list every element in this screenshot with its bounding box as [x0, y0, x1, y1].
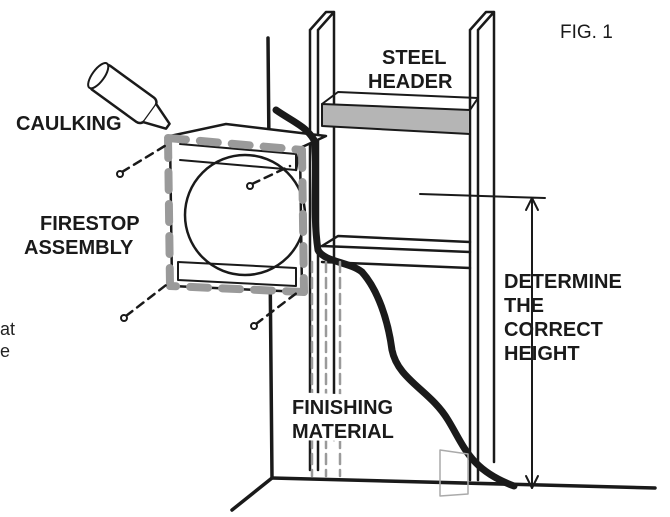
steel-header-line2: HEADER — [368, 71, 453, 93]
firestop-line2: ASSEMBLY — [24, 237, 134, 259]
firestop-line1: FIRESTOP — [40, 213, 140, 235]
height-arrow-top — [525, 197, 539, 211]
firestop-lower-bracket — [177, 261, 297, 287]
label-steel-header: STEEL HEADER — [368, 46, 452, 94]
determine-line2: THE — [504, 295, 544, 317]
vent-cable — [272, 106, 518, 490]
label-finishing-material: FINISHING MATERIAL — [292, 396, 394, 444]
right-stud — [468, 10, 496, 482]
steel-header — [321, 103, 471, 135]
caulking-bead — [164, 134, 308, 296]
cropped-edge-text: at e — [0, 318, 15, 362]
label-caulking: CAULKING — [16, 113, 122, 135]
determine-line4: HEIGHT — [504, 343, 580, 365]
figure-label: FIG. 1 — [560, 22, 613, 43]
label-determine-height: DETERMINE THE CORRECT HEIGHT — [504, 270, 622, 366]
screws — [116, 170, 258, 330]
determine-line1: DETERMINE — [504, 271, 622, 293]
floor-line — [270, 476, 657, 490]
screw-guides — [120, 142, 300, 326]
finishing-line2: MATERIAL — [292, 421, 394, 443]
edge-text-line2: e — [0, 341, 11, 361]
determine-line3: CORRECT — [504, 319, 603, 341]
floor-plate-outline — [439, 449, 469, 497]
height-arrow-bottom — [525, 475, 539, 489]
firestop-upper-bracket — [179, 143, 297, 171]
finishing-material-panel — [290, 392, 386, 442]
finishing-line1: FINISHING — [292, 397, 394, 419]
caulking-tube — [87, 62, 171, 130]
height-dimension-line — [419, 193, 546, 489]
label-firestop-assembly: FIRESTOP ASSEMBLY — [24, 212, 140, 260]
edge-text-line1: at — [0, 319, 16, 339]
steel-header-line1: STEEL — [382, 47, 447, 69]
